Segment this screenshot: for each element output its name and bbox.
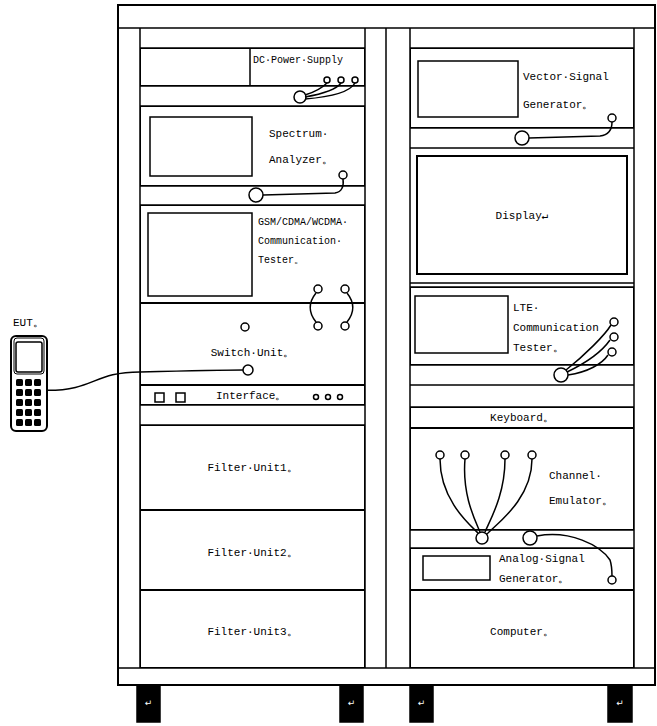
unit-label: Keyboard。 — [411, 411, 633, 425]
unit-label: Channel· Emulator。 — [549, 464, 627, 514]
foot-mark: ↵ — [609, 698, 632, 708]
foot-mark: ↵ — [137, 698, 160, 708]
unit-label: GSM/CDMA/WCDMA· Communication· Tester。 — [258, 213, 366, 270]
unit-label: Interface。 — [216, 389, 316, 403]
foot-mark: ↵ — [410, 698, 433, 708]
unit-label: Switch·Unit。 — [141, 346, 364, 360]
rack-unit: Keyboard。 — [410, 407, 634, 428]
unit-label: DC·Power·Supply — [253, 54, 365, 68]
rack-unit: Vector·Signal Generator。 — [410, 48, 634, 128]
device-under-test: EUT。 — [10, 335, 48, 432]
unit-label: Filter·Unit3。 — [141, 625, 364, 639]
unit-label: Filter·Unit1。 — [141, 461, 364, 475]
rack-unit: Spectrum· Analyzer。 — [140, 106, 365, 186]
unit-label: Analog·Signal Generator。 — [499, 549, 599, 589]
rack-unit: Filter·Unit2。 — [140, 510, 365, 590]
rack-unit: Display↵ — [416, 155, 628, 275]
unit-label: Display↵ — [418, 209, 626, 223]
unit-label: Filter·Unit2。 — [141, 546, 364, 560]
phone-outline — [10, 335, 48, 432]
unit-label: Spectrum· Analyzer。 — [269, 121, 354, 173]
rack-unit: Computer。 — [410, 590, 634, 668]
unit-label: Vector·Signal Generator。 — [523, 63, 628, 119]
rack-unit: Filter·Unit3。 — [140, 590, 365, 668]
cable — [48, 372, 140, 390]
unit-label: EUT。 — [13, 316, 73, 330]
rack-unit: LTE· Communication Tester。 — [410, 287, 634, 365]
unit-label: LTE· Communication Tester。 — [513, 298, 603, 358]
rack-unit: Filter·Unit1。 — [140, 425, 365, 510]
rack-unit: Channel· Emulator。 — [410, 428, 634, 530]
foot-mark: ↵ — [340, 698, 363, 708]
rack-unit: GSM/CDMA/WCDMA· Communication· Tester。 — [140, 205, 365, 303]
rack-unit: Analog·Signal Generator。 — [410, 548, 634, 590]
rack-unit: DC·Power·Supply — [140, 48, 365, 86]
unit-label: Computer。 — [411, 625, 633, 639]
rack-unit: Interface。 — [140, 385, 365, 405]
rack-unit: Switch·Unit。 — [140, 303, 365, 385]
